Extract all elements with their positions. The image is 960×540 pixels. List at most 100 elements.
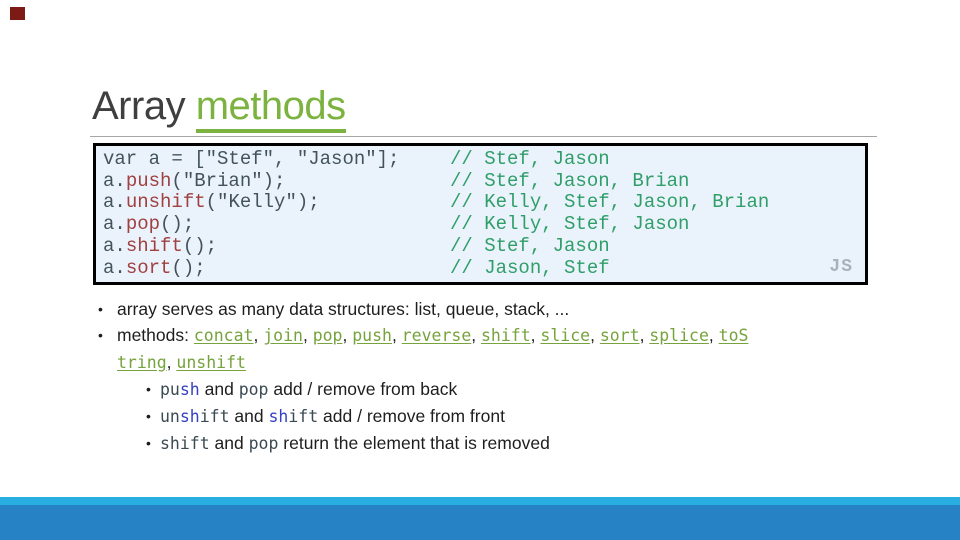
code-comment: // Stef, Jason bbox=[450, 148, 610, 170]
text-segment: ift bbox=[199, 407, 230, 426]
text-segment: unshift bbox=[125, 192, 206, 214]
code-comment: // Kelly, Stef, Jason, Brian bbox=[450, 191, 770, 214]
text-segment: shift bbox=[160, 434, 210, 453]
text-segment: return the element that is removed bbox=[278, 433, 550, 453]
method-link[interactable]: pop bbox=[312, 326, 343, 345]
text-segment: ("Brian"); bbox=[171, 170, 286, 192]
text-segment: , bbox=[471, 325, 481, 345]
text-segment: pop bbox=[248, 434, 279, 453]
text-segment: ("Kelly"); bbox=[205, 192, 320, 214]
text-segment: push bbox=[125, 170, 172, 192]
code-line: var a = ["Stef", "Jason"]; // Stef, Jason bbox=[103, 148, 865, 171]
text-segment: add / remove from front bbox=[318, 406, 505, 426]
bullet-marker: • bbox=[146, 435, 151, 451]
bullet-row: • shift and pop return the element that i… bbox=[146, 430, 890, 457]
bullet-row: • methods: concat, join, pop, push, rever… bbox=[98, 322, 890, 376]
code-line: a.push("Brian");// Stef, Jason, Brian bbox=[103, 169, 865, 193]
text-segment: and bbox=[229, 406, 269, 426]
method-link[interactable]: join bbox=[263, 326, 303, 345]
method-link[interactable]: toS bbox=[718, 326, 749, 345]
code-statement: var a = ["Stef", "Jason"]; bbox=[103, 149, 450, 171]
code-comment: // Jason, Stef bbox=[450, 256, 610, 279]
bullet-text: array serves as many data structures: li… bbox=[117, 296, 890, 322]
text-segment: , bbox=[639, 325, 650, 345]
bullet-text: shift and pop return the element that is… bbox=[160, 430, 890, 457]
method-link[interactable]: shift bbox=[481, 326, 531, 345]
text-segment: , bbox=[530, 325, 541, 345]
code-line: a.pop();// Kelly, Stef, Jason bbox=[103, 213, 865, 236]
code-comment: // Stef, Jason, Brian bbox=[450, 169, 690, 192]
text-segment: sh bbox=[268, 407, 289, 426]
code-statement: a.sort(); bbox=[103, 258, 450, 280]
text-segment: a. bbox=[103, 257, 126, 279]
code-comment: // Stef, Jason bbox=[450, 234, 610, 257]
footer-bar bbox=[0, 505, 960, 540]
bullet-row: • push and pop add / remove from back bbox=[146, 376, 890, 403]
text-segment: sh bbox=[179, 407, 200, 426]
text-segment: and bbox=[199, 379, 239, 399]
text-segment: pop bbox=[238, 380, 269, 399]
method-link[interactable]: splice bbox=[649, 326, 709, 345]
text-segment: un bbox=[160, 407, 180, 426]
bullet-row: • array serves as many data structures: l… bbox=[98, 296, 890, 322]
code-comment: // Kelly, Stef, Jason bbox=[450, 213, 690, 236]
code-statement: a.pop(); bbox=[103, 214, 450, 236]
bullet-marker: • bbox=[98, 301, 103, 317]
text-segment: a. bbox=[103, 170, 126, 192]
code-statement: a.unshift("Kelly"); bbox=[103, 192, 450, 214]
method-link[interactable]: unshift bbox=[176, 353, 246, 372]
method-link[interactable]: reverse bbox=[401, 326, 472, 345]
code-block: var a = ["Stef", "Jason"]; // Stef, Jason… bbox=[93, 143, 868, 285]
text-segment: (); bbox=[182, 235, 218, 257]
slide-corner-marker bbox=[10, 7, 25, 20]
bullet-text: unshift and shift add / remove from fron… bbox=[160, 403, 890, 430]
bullet-text: push and pop add / remove from back bbox=[160, 376, 890, 403]
method-link[interactable]: concat bbox=[193, 326, 254, 345]
page-title: Array methods bbox=[92, 84, 346, 133]
text-segment: array serves as many data structures: li… bbox=[117, 299, 570, 319]
title-prefix: Array bbox=[92, 84, 196, 128]
bullet-row: •unshift and shift add / remove from fro… bbox=[146, 403, 890, 430]
code-lines: var a = ["Stef", "Jason"]; // Stef, Jason… bbox=[103, 148, 865, 280]
text-segment: add / remove from back bbox=[268, 379, 458, 399]
title-divider bbox=[90, 136, 877, 137]
text-segment: a. bbox=[103, 192, 126, 214]
text-segment: a. bbox=[103, 235, 126, 257]
text-segment: sh bbox=[179, 380, 200, 399]
text-segment: shift bbox=[125, 235, 183, 257]
method-link[interactable]: slice bbox=[540, 326, 591, 345]
text-segment: , bbox=[590, 325, 600, 345]
text-segment: ift bbox=[288, 407, 319, 426]
text-segment: , bbox=[166, 352, 177, 372]
text-segment: methods: bbox=[117, 325, 194, 345]
text-segment: sort bbox=[125, 257, 172, 279]
text-segment: , bbox=[708, 325, 719, 345]
method-link[interactable]: push bbox=[352, 326, 392, 345]
text-segment: , bbox=[391, 325, 402, 345]
bullet-text: methods: concat, join, pop, push, revers… bbox=[117, 322, 890, 376]
text-segment: a. bbox=[103, 214, 126, 236]
text-segment: , bbox=[342, 325, 353, 345]
method-link[interactable]: tring bbox=[117, 353, 167, 372]
bullet-marker: • bbox=[146, 381, 151, 397]
text-segment: , bbox=[253, 325, 264, 345]
text-segment: var a = ["Stef", "Jason"]; bbox=[103, 149, 400, 170]
bullet-list: • array serves as many data structures: l… bbox=[98, 296, 890, 457]
bullet-marker: • bbox=[146, 408, 151, 424]
footer-accent-strip bbox=[0, 497, 960, 505]
code-line: a.sort();// Jason, Stef bbox=[103, 256, 865, 280]
text-segment: pu bbox=[160, 380, 180, 399]
method-link[interactable]: sort bbox=[599, 326, 640, 345]
code-statement: a.push("Brian"); bbox=[103, 171, 450, 193]
text-segment: , bbox=[302, 325, 313, 345]
text-segment: and bbox=[209, 433, 249, 453]
code-line: a.shift();// Stef, Jason bbox=[103, 234, 865, 258]
title-highlight: methods bbox=[195, 84, 346, 133]
code-line: a.unshift("Kelly");// Kelly, Stef, Jason… bbox=[103, 192, 865, 214]
language-badge: JS bbox=[829, 257, 853, 278]
code-statement: a.shift(); bbox=[103, 236, 450, 258]
text-segment: (); bbox=[171, 257, 206, 279]
bullet-marker: • bbox=[98, 327, 103, 343]
text-segment: pop bbox=[125, 214, 161, 236]
